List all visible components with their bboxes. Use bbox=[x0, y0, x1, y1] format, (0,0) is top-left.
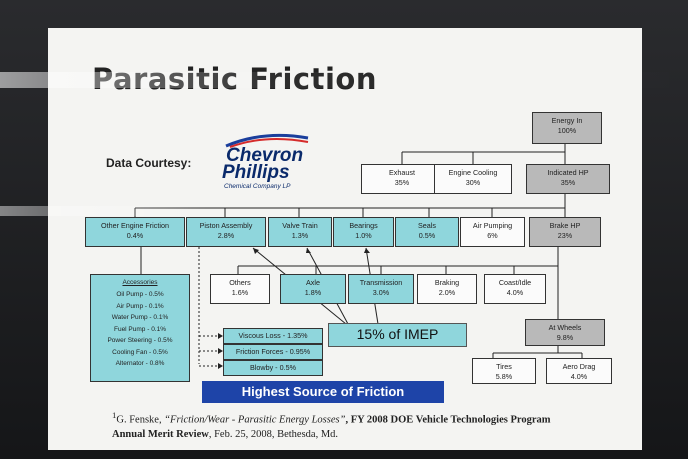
air-pumping-box: Air Pumping 6% bbox=[460, 217, 525, 247]
chevron-phillips-logo: Chevron Phillips Chemical Company LP bbox=[218, 132, 310, 198]
viscous-loss-box: Viscous Loss - 1.35% bbox=[223, 328, 323, 344]
accessory-item: Fuel Pump - 0.1% bbox=[113, 325, 167, 333]
exhaust-box: Exhaust 35% bbox=[361, 164, 443, 194]
coast-idle-box: Coast/Idle 4.0% bbox=[484, 274, 546, 304]
engine-cooling-box: Engine Cooling 30% bbox=[434, 164, 512, 194]
citation-program: , FY 2008 DOE Vehicle Technologies Progr… bbox=[112, 414, 551, 440]
braking-box: Braking 2.0% bbox=[417, 274, 477, 304]
citation: 1G. Fenske, “Friction/Wear - Parasitic E… bbox=[112, 408, 582, 442]
accessory-item: Power Steering - 0.5% bbox=[107, 337, 173, 344]
logo-swoosh-icon bbox=[225, 133, 309, 148]
piston-assembly-box: Piston Assembly 2.8% bbox=[186, 217, 266, 247]
citation-title: “Friction/Wear - Parasitic Energy Losses… bbox=[164, 414, 346, 426]
accessory-item: Water Pump - 0.1% bbox=[111, 314, 169, 321]
axle-box: Axle 1.8% bbox=[280, 274, 346, 304]
bearings-box: Bearings 1.0% bbox=[333, 217, 394, 247]
logo-line-3: Chemical Company LP bbox=[224, 183, 291, 190]
others-box: Others 1.6% bbox=[210, 274, 270, 304]
presentation-slide: Parasitic Friction Data Courtesy: Chevro… bbox=[48, 28, 642, 450]
accessory-item: Alternator - 0.8% bbox=[115, 360, 165, 367]
friction-forces-box: Friction Forces - 0.95% bbox=[223, 344, 323, 360]
accessory-item: Oil Pump - 0.5% bbox=[116, 291, 164, 298]
at-wheels-box: At Wheels 9.8% bbox=[525, 319, 605, 346]
valve-train-box: Valve Train 1.3% bbox=[268, 217, 332, 247]
citation-date: , Feb. 25, 2008, Bethesda, Md. bbox=[208, 428, 339, 440]
imep-callout: 15% of IMEP bbox=[328, 323, 467, 347]
citation-author: G. Fenske, bbox=[116, 414, 165, 426]
energy-in-box: Energy In 100% bbox=[532, 112, 602, 144]
indicated-hp-box: Indicated HP 35% bbox=[526, 164, 610, 194]
logo-line-2: Phillips bbox=[222, 162, 290, 183]
logo-line-1: Chevron bbox=[226, 145, 304, 166]
accessories-box: Accessories Oil Pump - 0.5% Air Pump - 0… bbox=[90, 274, 190, 382]
tires-box: Tires 5.8% bbox=[472, 358, 536, 384]
data-courtesy-label: Data Courtesy: bbox=[106, 156, 192, 170]
accessory-item: Cooling Fan - 0.5% bbox=[112, 348, 168, 356]
transmission-box: Transmission 3.0% bbox=[348, 274, 414, 304]
seals-box: Seals 0.5% bbox=[395, 217, 459, 247]
other-engine-friction-box: Other Engine Friction 0.4% bbox=[85, 217, 185, 247]
blowby-box: Blowby - 0.5% bbox=[223, 360, 323, 376]
citation-number: 1 bbox=[112, 410, 117, 420]
aero-drag-box: Aero Drag 4.0% bbox=[546, 358, 612, 384]
accessory-item: Air Pump - 0.1% bbox=[116, 302, 164, 310]
highest-source-banner: Highest Source of Friction bbox=[202, 381, 444, 403]
brake-hp-box: Brake HP 23% bbox=[529, 217, 601, 247]
slide-title: Parasitic Friction bbox=[92, 62, 377, 96]
accessories-header: Accessories bbox=[122, 279, 158, 286]
